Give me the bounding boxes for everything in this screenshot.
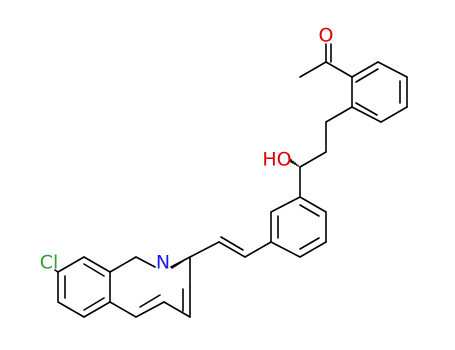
chain-bond — [325, 106, 353, 123]
middle-ring-bond — [270, 241, 301, 258]
quinoline-inner-bond — [83, 297, 105, 311]
stereo-hash-line — [294, 162, 298, 166]
quinoline-bond — [57, 256, 85, 273]
quinoline-bond — [135, 256, 156, 268]
vinyl-bond — [218, 241, 246, 258]
upper-ring-bond — [351, 106, 382, 123]
vinyl-bond — [189, 241, 220, 258]
quinoline-bond — [109, 256, 137, 273]
acetyl-methyl-bond — [299, 61, 327, 78]
acetyl-ring-bond — [325, 61, 353, 78]
quinoline-nitrogen-label: N — [156, 252, 170, 274]
chain-bond — [299, 151, 327, 168]
upper-ring-bond — [380, 106, 408, 123]
middle-ring-inner-bond — [299, 237, 320, 250]
chlorine-bond — [54, 269, 59, 273]
vinyl-inner-bond — [220, 236, 244, 251]
middle-ring-bond — [299, 241, 327, 258]
upper-ring-inner-bond — [355, 68, 379, 83]
stereo-hash-line — [287, 156, 293, 164]
vinyl-bond — [244, 241, 272, 258]
stereo-hash-line — [296, 164, 300, 167]
quinoline-bond — [135, 301, 165, 318]
chlorine-label: Cl — [40, 252, 59, 274]
quinoline-bond — [109, 301, 137, 318]
upper-ring-bond — [351, 61, 379, 78]
stereo-layer — [287, 156, 300, 167]
quinoline-bond — [163, 301, 191, 318]
quinoline-inner-bond — [139, 294, 161, 308]
upper-ring-inner-bond — [355, 102, 378, 116]
stereo-hash-line — [292, 160, 296, 166]
quinoline-inner-bond — [171, 260, 184, 269]
middle-ring-bond — [299, 196, 327, 213]
quinoline-bond — [83, 301, 111, 318]
middle-ring-inner-bond — [299, 204, 320, 217]
hydroxyl-label: HO — [262, 149, 291, 171]
upper-ring-bond — [377, 61, 408, 78]
ketone-oxygen-label: O — [319, 25, 334, 47]
stereo-hash-line — [290, 158, 294, 165]
middle-ring-bond — [270, 196, 301, 213]
quinoline-bond — [57, 301, 85, 318]
bond-layer — [54, 43, 408, 318]
quinoline-bond — [83, 256, 111, 273]
quinoline-inner-bond — [83, 263, 105, 277]
